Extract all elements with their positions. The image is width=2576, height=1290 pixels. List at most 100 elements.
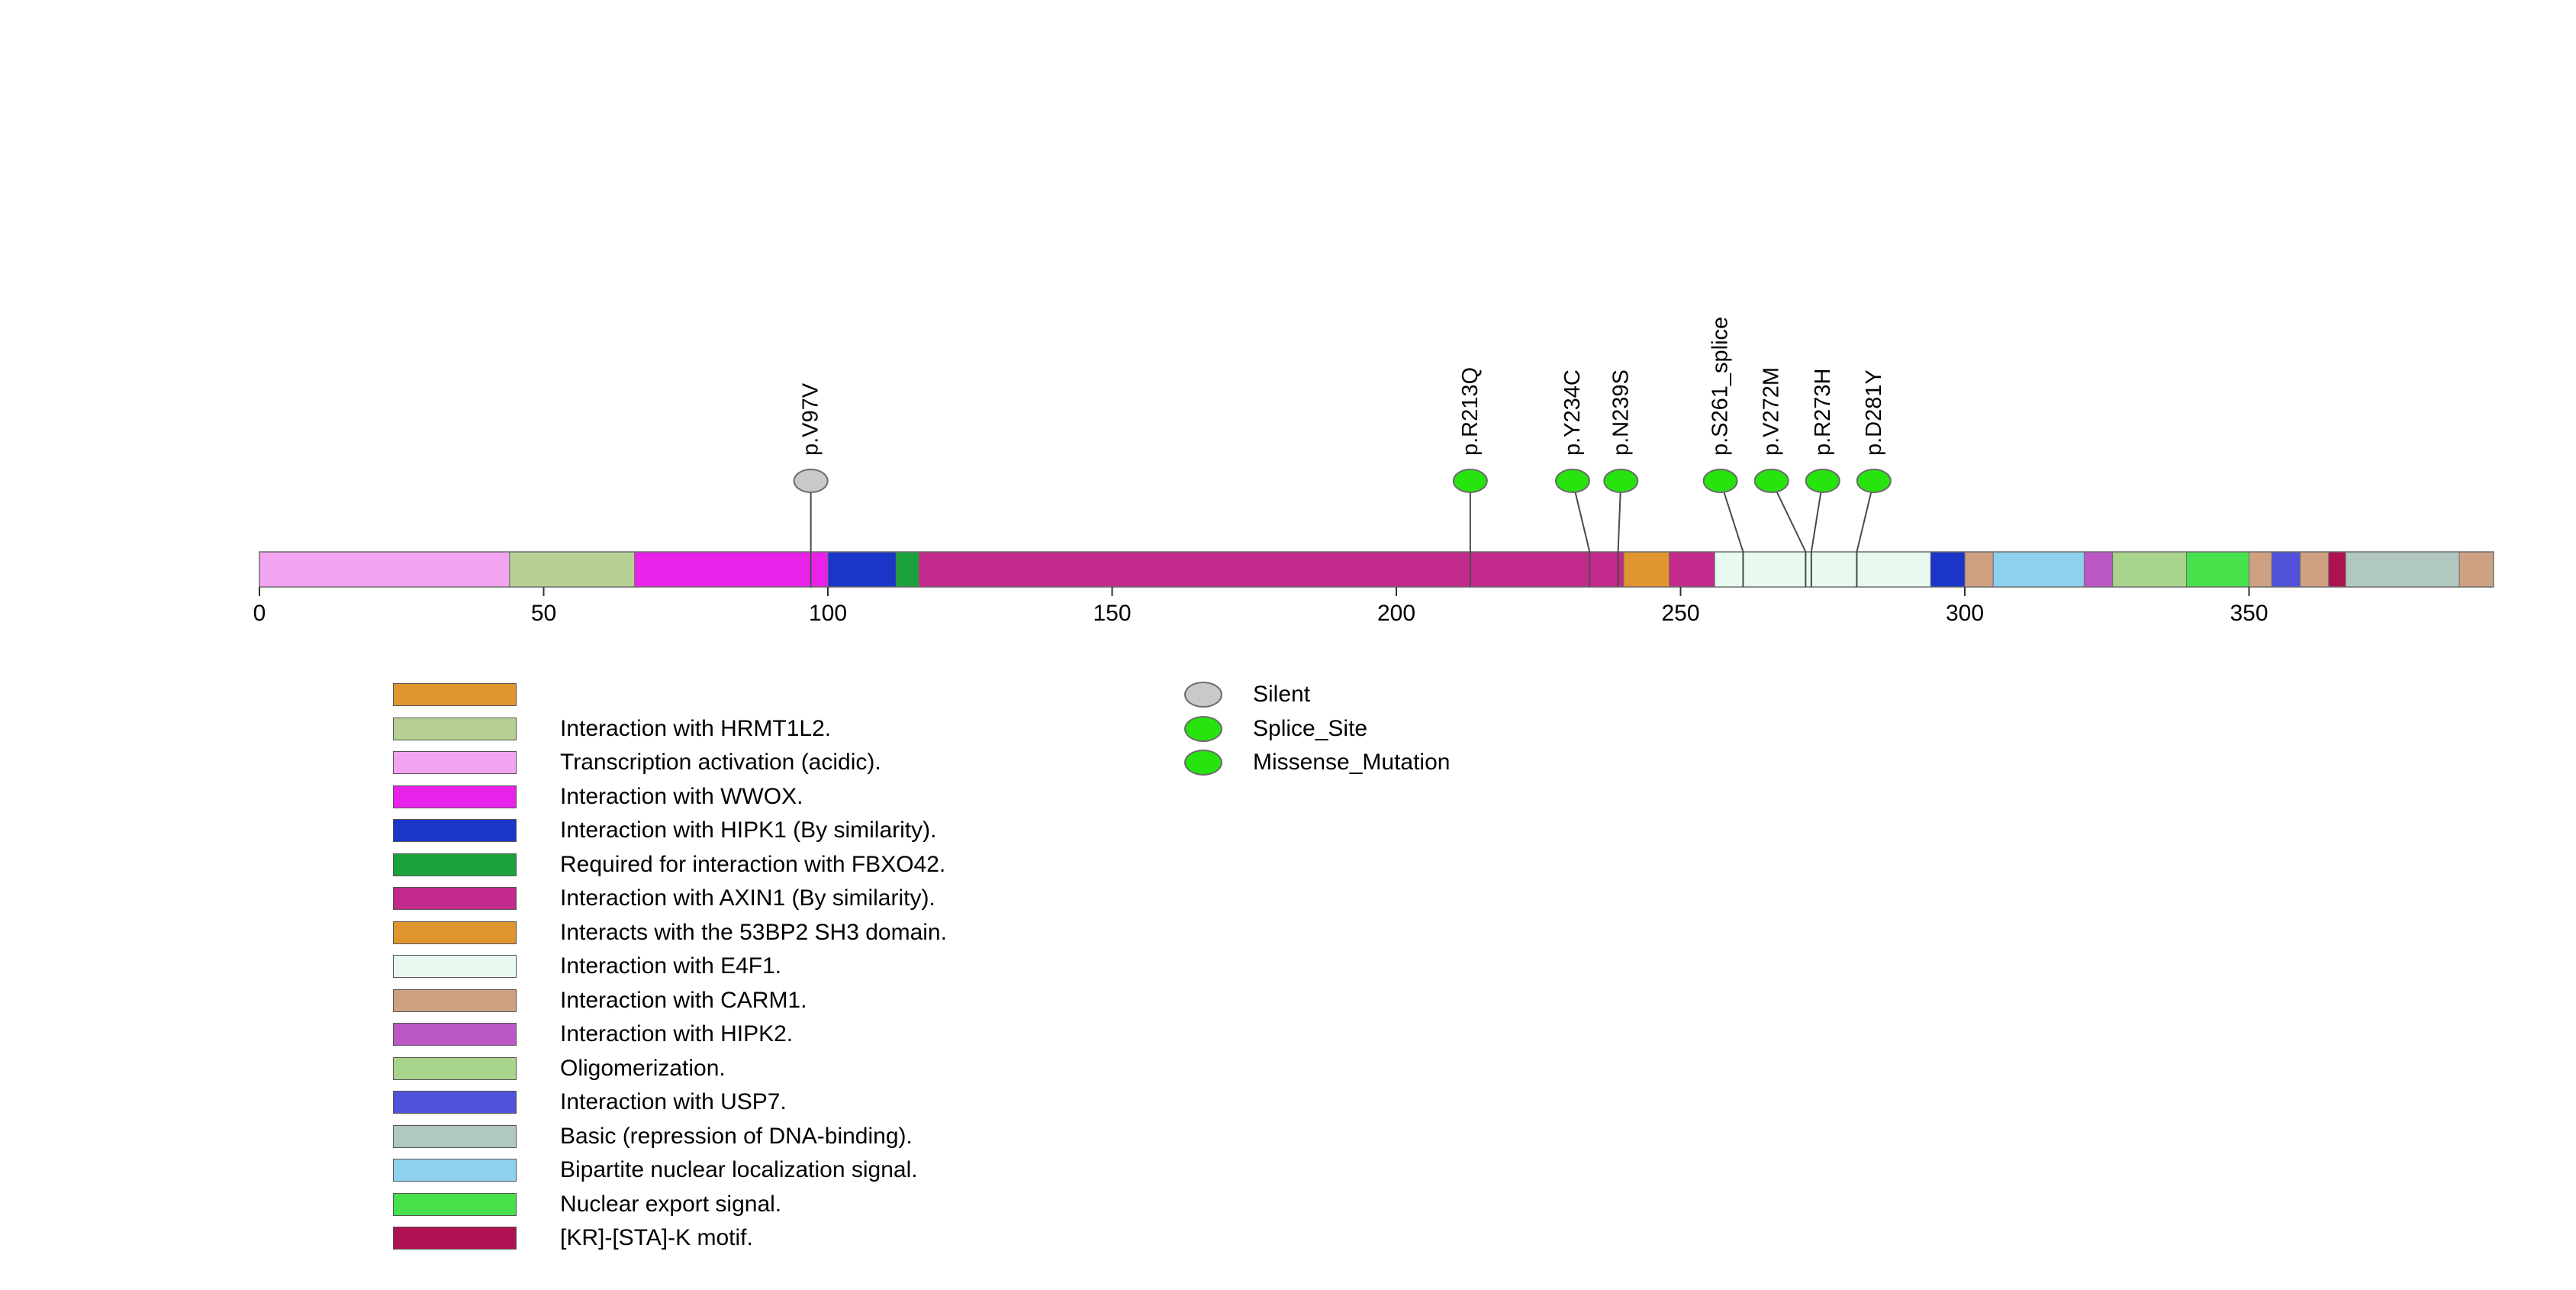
domain-legend-label: Interaction with HRMT1L2. bbox=[560, 715, 832, 741]
protein-region-kr-sta-k-motif[interactable] bbox=[2328, 551, 2346, 588]
protein-region-oligomerization[interactable] bbox=[2112, 551, 2188, 588]
mutation-label: p.S261_splice bbox=[1708, 317, 1733, 456]
axis-tick-label: 100 bbox=[809, 601, 847, 626]
domain-legend-label: [KR]-[STA]-K motif. bbox=[560, 1225, 753, 1251]
mutation-type-legend-item: Splice_Site bbox=[1184, 712, 1450, 747]
axis-tick-label: 250 bbox=[1661, 601, 1699, 626]
mutation-label: p.Y234C bbox=[1560, 369, 1585, 456]
lollipop-p-n239s[interactable] bbox=[1603, 469, 1639, 493]
lollipop-p-y234c[interactable] bbox=[1554, 469, 1590, 493]
protein-region-interaction-with-usp7[interactable] bbox=[2271, 551, 2301, 588]
domain-legend-item: Interaction with WWOX. bbox=[393, 780, 947, 814]
domain-legend-label: Transcription activation (acidic). bbox=[560, 750, 881, 776]
lollipop-stem bbox=[1719, 480, 1744, 587]
domain-legend-label: Required for interaction with FBXO42. bbox=[560, 851, 946, 877]
domain-legend-item: Interaction with HIPK2. bbox=[393, 1017, 947, 1052]
domain-legend-label: Bipartite nuclear localization signal. bbox=[560, 1157, 918, 1183]
domain-legend-label: Oligomerization. bbox=[560, 1055, 726, 1081]
domain-color-swatch bbox=[393, 717, 517, 740]
protein-region-interaction-with-wwox[interactable] bbox=[634, 551, 829, 588]
protein-region-bipartite-nuclear-localization-signal[interactable] bbox=[1992, 551, 2085, 588]
lollipop-p-d281y[interactable] bbox=[1856, 469, 1892, 493]
domain-legend-item bbox=[393, 678, 947, 712]
domain-color-swatch bbox=[393, 1124, 517, 1148]
domain-color-swatch bbox=[393, 785, 517, 808]
domain-legend-item: Interaction with HRMT1L2. bbox=[393, 712, 947, 747]
mutation-type-label: Missense_Mutation bbox=[1253, 750, 1451, 776]
protein-region-nuclear-export-signal[interactable] bbox=[2186, 551, 2250, 588]
domain-color-swatch bbox=[393, 1056, 517, 1080]
domain-legend-item: Interaction with E4F1. bbox=[393, 950, 947, 984]
protein-region-interaction-with-carm1[interactable] bbox=[1964, 551, 1994, 588]
protein-region-basic-repression-of-dna-binding[interactable] bbox=[2345, 551, 2460, 588]
domain-legend-label: Interaction with WWOX. bbox=[560, 783, 803, 809]
domain-legend: Interaction with HRMT1L2. Transcription a… bbox=[393, 678, 947, 1256]
lollipop-stem bbox=[1810, 480, 1824, 587]
protein-region-interaction-with-axin1-by-similarity[interactable] bbox=[1669, 551, 1715, 588]
lollipop-p-r213q[interactable] bbox=[1452, 469, 1488, 493]
axis-tick-label: 50 bbox=[531, 601, 556, 626]
domain-color-swatch bbox=[393, 988, 517, 1012]
domain-color-swatch bbox=[393, 921, 517, 944]
lollipop-p-s261-splice[interactable] bbox=[1702, 469, 1738, 493]
mutation-label: p.R273H bbox=[1811, 369, 1835, 456]
domain-legend-item: Interaction with AXIN1 (By similarity). bbox=[393, 882, 947, 916]
axis-tick-label: 150 bbox=[1093, 601, 1131, 626]
protein-region-interaction-with-hipk2[interactable] bbox=[2083, 551, 2114, 588]
mutation-type-legend-item: Silent bbox=[1184, 678, 1450, 712]
axis-tick-label: 0 bbox=[253, 601, 266, 626]
protein-region-interaction-with-carm1[interactable] bbox=[2458, 551, 2494, 588]
domain-color-swatch bbox=[393, 751, 517, 775]
lollipop-p-v97v[interactable] bbox=[793, 469, 829, 493]
domain-legend-item: Interacts with the 53BP2 SH3 domain. bbox=[393, 916, 947, 950]
domain-legend-label: Interacts with the 53BP2 SH3 domain. bbox=[560, 919, 947, 945]
domain-color-swatch bbox=[393, 1227, 517, 1250]
lollipop-stem bbox=[1856, 480, 1875, 587]
domain-legend-item: Transcription activation (acidic). bbox=[393, 746, 947, 780]
domain-legend-label: Interaction with USP7. bbox=[560, 1089, 787, 1115]
mutation-type-legend-item: Missense_Mutation bbox=[1184, 746, 1450, 780]
domain-color-swatch bbox=[393, 1091, 517, 1114]
domain-legend-item: Oligomerization. bbox=[393, 1052, 947, 1086]
protein-region-transcription-activation-acidic[interactable] bbox=[259, 551, 510, 588]
mutation-label: p.R213Q bbox=[1458, 367, 1483, 456]
protein-region-required-for-interaction-with-fbxo42[interactable] bbox=[895, 551, 919, 588]
lollipop-p-v272m[interactable] bbox=[1753, 469, 1789, 493]
domain-legend-item: Interaction with USP7. bbox=[393, 1085, 947, 1120]
domain-legend-item: Basic (repression of DNA-binding). bbox=[393, 1120, 947, 1154]
mutation-label: p.D281Y bbox=[1862, 369, 1886, 456]
domain-legend-label: Nuclear export signal. bbox=[560, 1191, 782, 1217]
domain-legend-label: Basic (repression of DNA-binding). bbox=[560, 1123, 913, 1149]
domain-legend-item: Interaction with HIPK1 (By similarity). bbox=[393, 814, 947, 848]
domain-color-swatch bbox=[393, 1159, 517, 1182]
domain-legend-item: Bipartite nuclear localization signal. bbox=[393, 1153, 947, 1188]
domain-legend-label: Interaction with E4F1. bbox=[560, 953, 782, 979]
protein-region-interaction-with-hrmt1l2[interactable] bbox=[509, 551, 636, 588]
domain-color-swatch bbox=[393, 1192, 517, 1216]
domain-legend-item: Required for interaction with FBXO42. bbox=[393, 848, 947, 882]
protein-region-interacts-with-the-53bp2-sh3-domain[interactable] bbox=[1623, 551, 1670, 588]
protein-region-interaction-with-hipk1-by-similarity[interactable] bbox=[1930, 551, 1966, 588]
protein-region-interaction-with-axin1-by-similarity[interactable] bbox=[918, 551, 1624, 588]
mutation-label: p.N239S bbox=[1608, 369, 1633, 456]
mutation-type-label: Splice_Site bbox=[1253, 715, 1368, 741]
axis-tick-label: 350 bbox=[2230, 601, 2268, 626]
protein-region-interaction-with-carm1[interactable] bbox=[2300, 551, 2330, 588]
lollipop-stem bbox=[1617, 480, 1622, 587]
mutation-type-swatch bbox=[1184, 715, 1222, 742]
lollipop-p-r273h[interactable] bbox=[1805, 469, 1840, 493]
domain-legend-label: Interaction with HIPK1 (By similarity). bbox=[560, 818, 937, 843]
domain-legend-label: Interaction with CARM1. bbox=[560, 987, 807, 1013]
protein-region-interaction-with-e4f1[interactable] bbox=[1714, 551, 1931, 588]
protein-region-interaction-with-hipk1-by-similarity[interactable] bbox=[827, 551, 897, 588]
domain-color-swatch bbox=[393, 819, 517, 843]
domain-legend-item: [KR]-[STA]-K motif. bbox=[393, 1221, 947, 1256]
axis-tick-label: 300 bbox=[1946, 601, 1984, 626]
lollipop-stem bbox=[1770, 480, 1807, 587]
protein-region-interaction-with-carm1[interactable] bbox=[2249, 551, 2272, 588]
mutation-type-swatch bbox=[1184, 682, 1222, 708]
domain-legend-item: Interaction with CARM1. bbox=[393, 984, 947, 1018]
